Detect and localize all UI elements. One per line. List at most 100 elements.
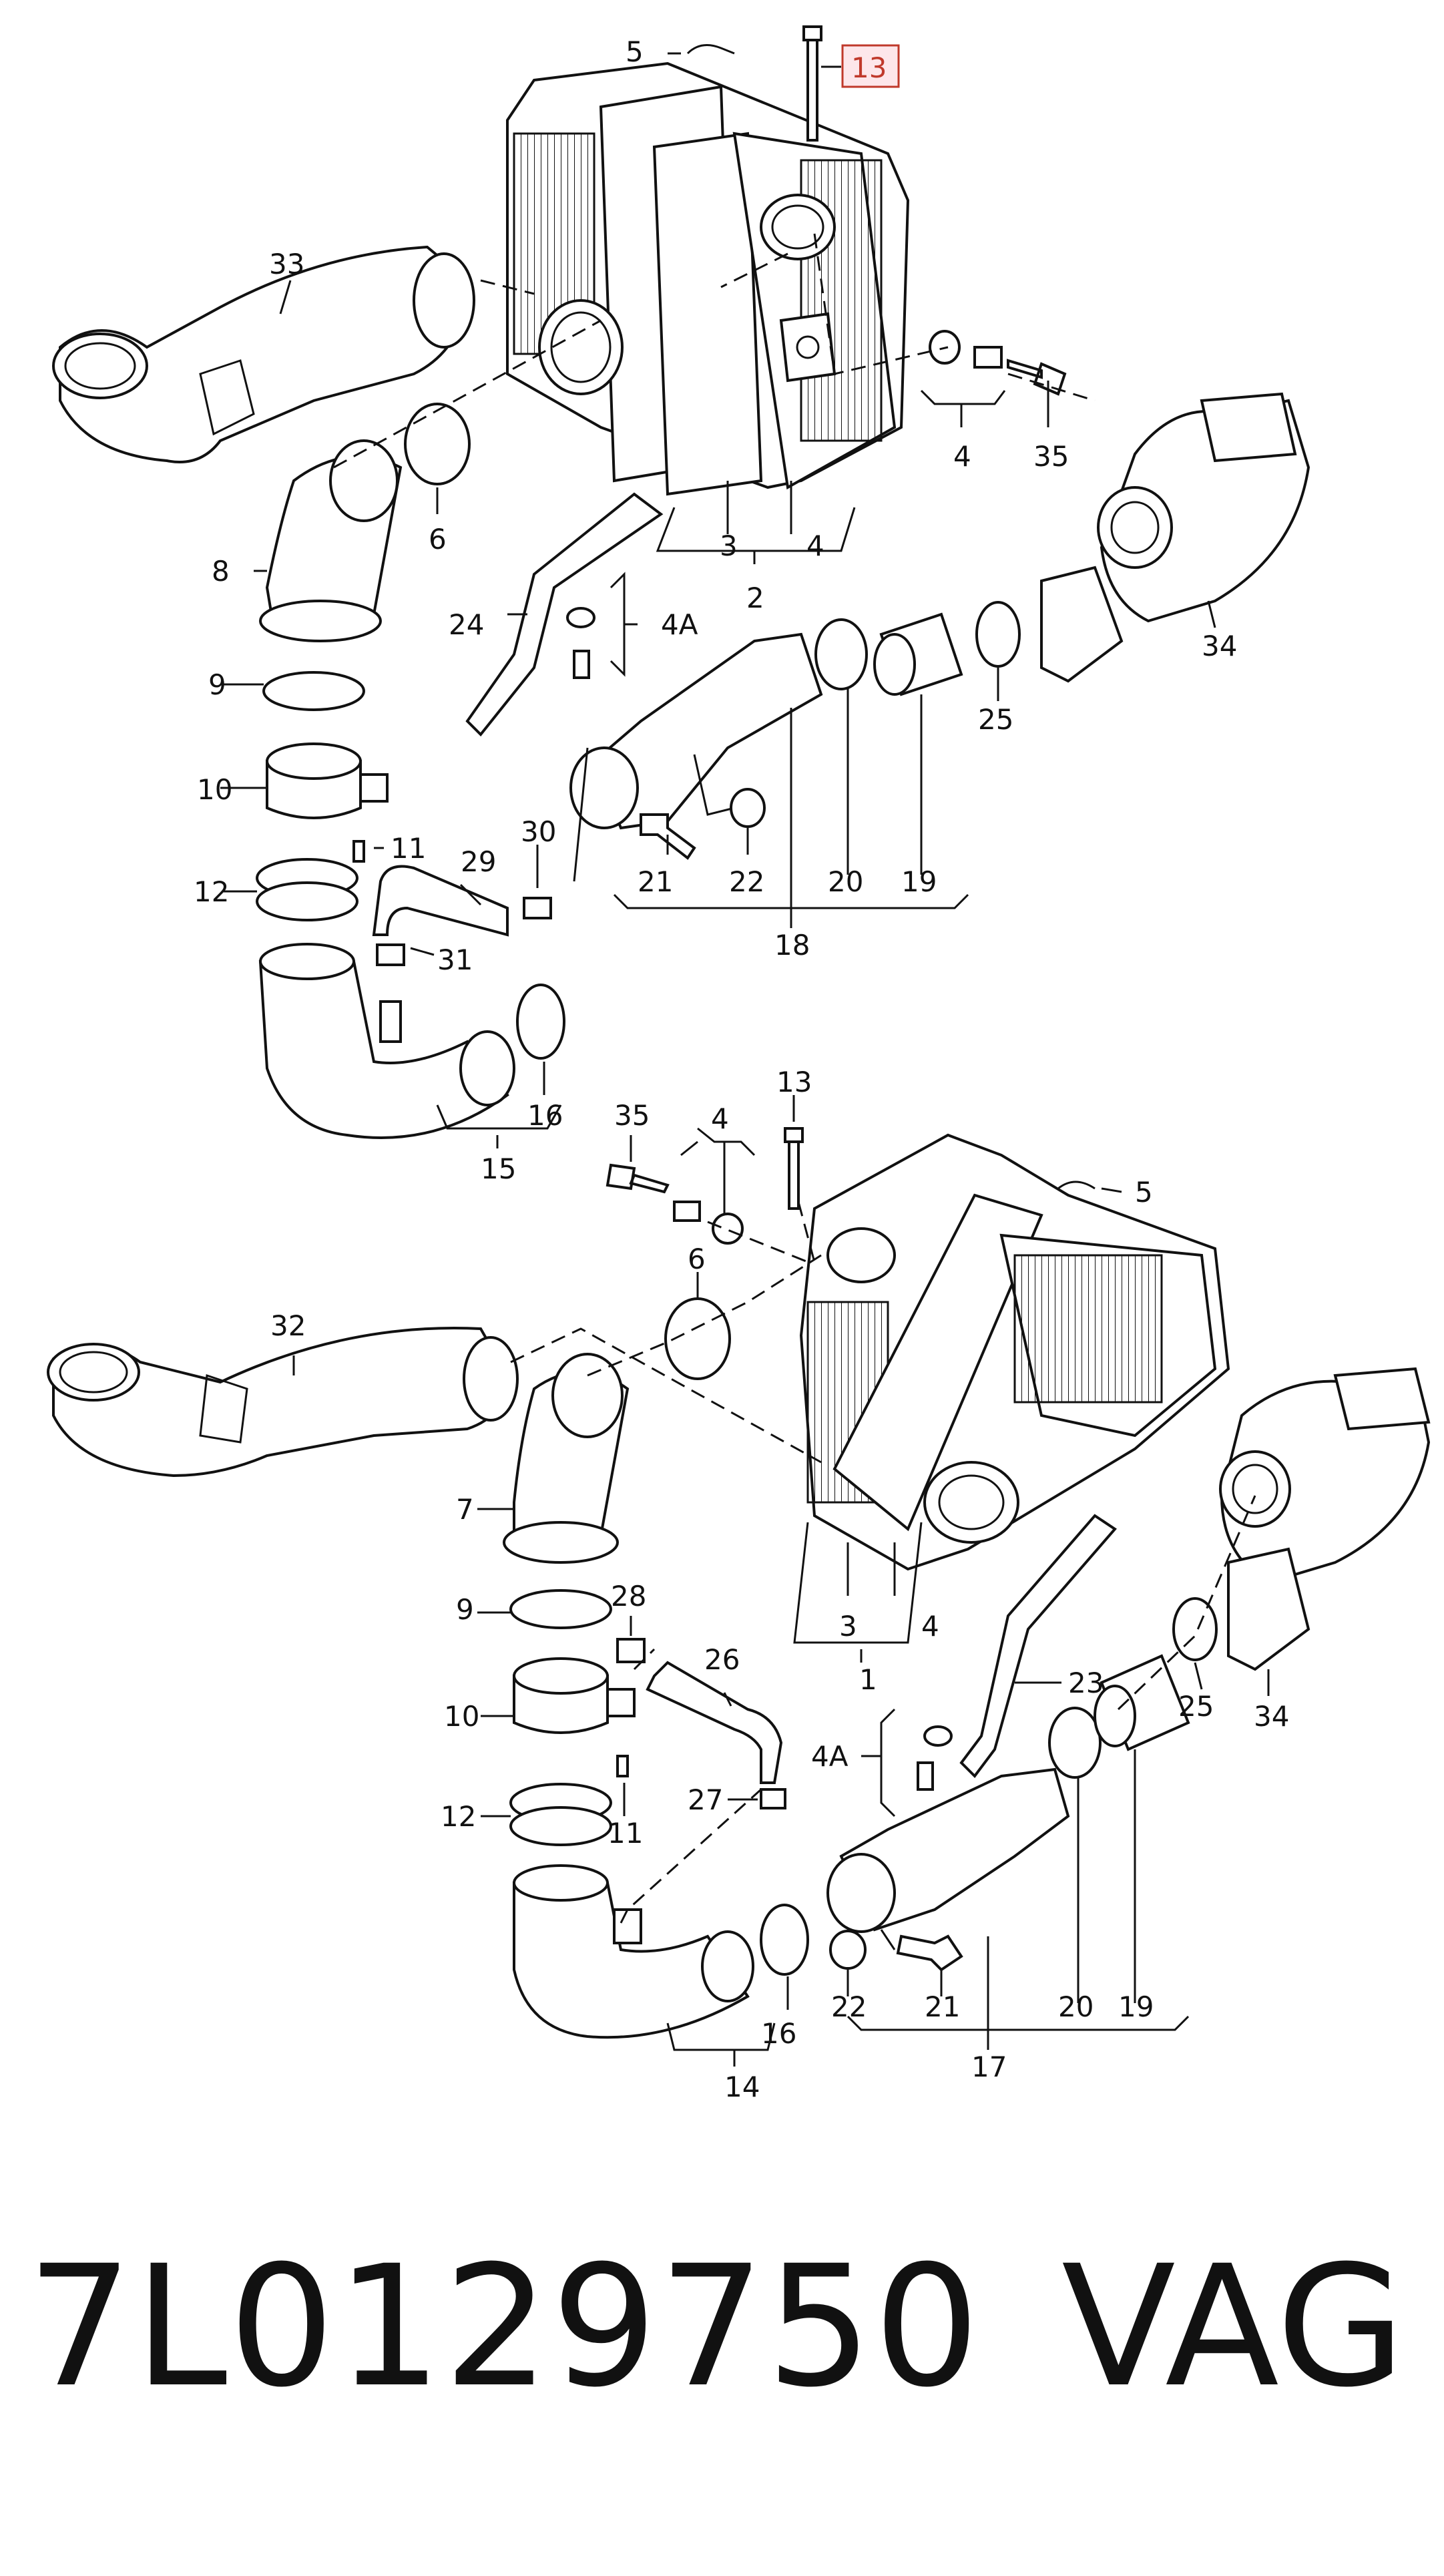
callout-2: 2 [746, 582, 764, 614]
bolt-13-top [802, 25, 822, 142]
clamp-25-bottom [1172, 1597, 1218, 1661]
callout-32: 32 [270, 1309, 306, 1342]
clip-28 [616, 1638, 646, 1663]
sleeve-4-bottom [673, 1201, 701, 1222]
clip-5-top [686, 44, 735, 55]
callout-13-bottom: 13 [776, 1066, 812, 1098]
callout-17: 17 [971, 2051, 1007, 2083]
callout-35-bottom: 35 [614, 1099, 650, 1132]
grommet-4-bottom [712, 1213, 744, 1245]
pipe-15 [258, 943, 515, 1139]
callout-10-top: 10 [197, 773, 232, 806]
callout-18: 18 [774, 929, 810, 961]
air-mass-meter-10-bottom [513, 1657, 636, 1734]
callout-4-top-a: 4 [806, 529, 824, 562]
callout-34-top: 34 [1202, 630, 1237, 662]
callout-34-bottom: 34 [1254, 1700, 1289, 1733]
part-number: 7L0129750 [27, 2229, 981, 2424]
callout-20-top: 20 [828, 865, 863, 898]
callout-4a-bottom: 4A [811, 1740, 849, 1773]
bottom-dashed-lines [510, 1201, 1256, 1924]
brand-name: VAG [1061, 2229, 1406, 2424]
callout-10-bottom: 10 [444, 1700, 479, 1733]
top-leader-lines [220, 52, 1216, 1148]
screw-11-top [352, 840, 365, 863]
clip-4a-bottom [923, 1725, 953, 1747]
clamp-20-top [814, 618, 868, 690]
callout-25-top: 25 [978, 703, 1013, 736]
bolt-21-bottom [896, 1934, 963, 1972]
callout-19-bottom: 19 [1118, 1990, 1154, 2023]
callout-4-top-b: 4 [953, 440, 971, 473]
callout-13-top: 13 [851, 51, 887, 84]
callout-5-bottom: 5 [1135, 1176, 1153, 1209]
clip-4a-top [566, 607, 595, 628]
callout-5-top: 5 [626, 35, 644, 68]
callout-7: 7 [456, 1493, 474, 1526]
callout-27: 27 [688, 1783, 723, 1816]
pipe-14 [513, 1864, 754, 2039]
callout-6-top: 6 [429, 523, 447, 556]
bottom-callouts: 13 35 4 5 6 32 7 3 4 9 28 34 1 26 23 25 … [270, 1066, 1289, 2103]
ring-9-bottom [509, 1589, 612, 1629]
air-filter-housing-top [506, 61, 910, 496]
hose-18 [569, 632, 823, 830]
callout-31: 31 [437, 943, 473, 976]
ring-9-top [262, 671, 365, 711]
callout-23: 23 [1068, 1667, 1104, 1699]
clip-30-top [523, 897, 552, 919]
intake-pipe-33 [52, 245, 475, 463]
clip-27-bottom [760, 1788, 786, 1809]
hose-8 [259, 439, 403, 642]
sleeve-4-top [973, 346, 1003, 369]
sleeve-4a-top [573, 650, 590, 679]
callout-4a-top: 4A [661, 608, 698, 641]
bolt-35-bottom [606, 1163, 670, 1194]
top-diagram: 5 13 33 6 3 4 2 4 35 8 24 4A 34 9 25 10 … [52, 25, 1310, 1185]
clamp-12-bottom [509, 1783, 612, 1846]
callout-8: 8 [212, 555, 230, 588]
callout-28: 28 [611, 1580, 646, 1613]
bottom-diagram: 13 35 4 5 6 32 7 3 4 9 28 34 1 26 23 25 … [47, 1066, 1431, 2103]
callout-19-top: 19 [901, 865, 937, 898]
callout-26: 26 [704, 1643, 740, 1676]
hose-7 [503, 1353, 630, 1564]
callout-30: 30 [521, 815, 556, 848]
sleeve-19-bottom [1094, 1654, 1190, 1751]
screw-11-bottom [616, 1755, 629, 1777]
callout-35-top: 35 [1033, 440, 1069, 473]
callout-14: 14 [724, 2071, 760, 2103]
air-mass-meter-10-top [266, 742, 389, 819]
clip-5-bottom [1057, 1180, 1096, 1190]
hose-26 [646, 1661, 783, 1784]
callout-9-top: 9 [208, 668, 226, 701]
callout-16-top: 16 [527, 1099, 563, 1132]
hose-29 [372, 865, 509, 937]
callout-15: 15 [481, 1152, 516, 1185]
top-callouts: 5 13 33 6 3 4 2 4 35 8 24 4A 34 9 25 10 … [194, 35, 1237, 1185]
hose-24 [465, 492, 664, 736]
callout-9-bottom: 9 [456, 1593, 474, 1626]
callout-22-bottom: 22 [831, 1990, 867, 2023]
intake-pipe-32 [47, 1327, 519, 1478]
callout-12-bottom: 12 [441, 1800, 476, 1833]
clamp-25-top [975, 601, 1021, 668]
callout-3-bottom: 3 [839, 1610, 857, 1643]
turbocharger-34-top [1040, 392, 1310, 683]
clamp-12-top [256, 858, 358, 921]
callout-3-top: 3 [720, 529, 738, 562]
callout-21-top: 21 [638, 865, 673, 898]
sleeve-4a-bottom [917, 1761, 934, 1791]
callout-4-bottom-a: 4 [711, 1102, 729, 1135]
hose-23 [959, 1514, 1117, 1779]
clamp-16-bottom [760, 1904, 809, 1976]
callout-25-bottom: 25 [1178, 1690, 1214, 1723]
callout-6-bottom: 6 [688, 1243, 706, 1275]
highlight-box-13 [841, 44, 900, 88]
callout-11-top: 11 [391, 832, 426, 865]
hose-17 [826, 1767, 1070, 1950]
callout-21-bottom: 21 [925, 1990, 960, 2023]
grommet-22-bottom [829, 1930, 867, 1970]
turbocharger-34-bottom [1219, 1367, 1431, 1671]
